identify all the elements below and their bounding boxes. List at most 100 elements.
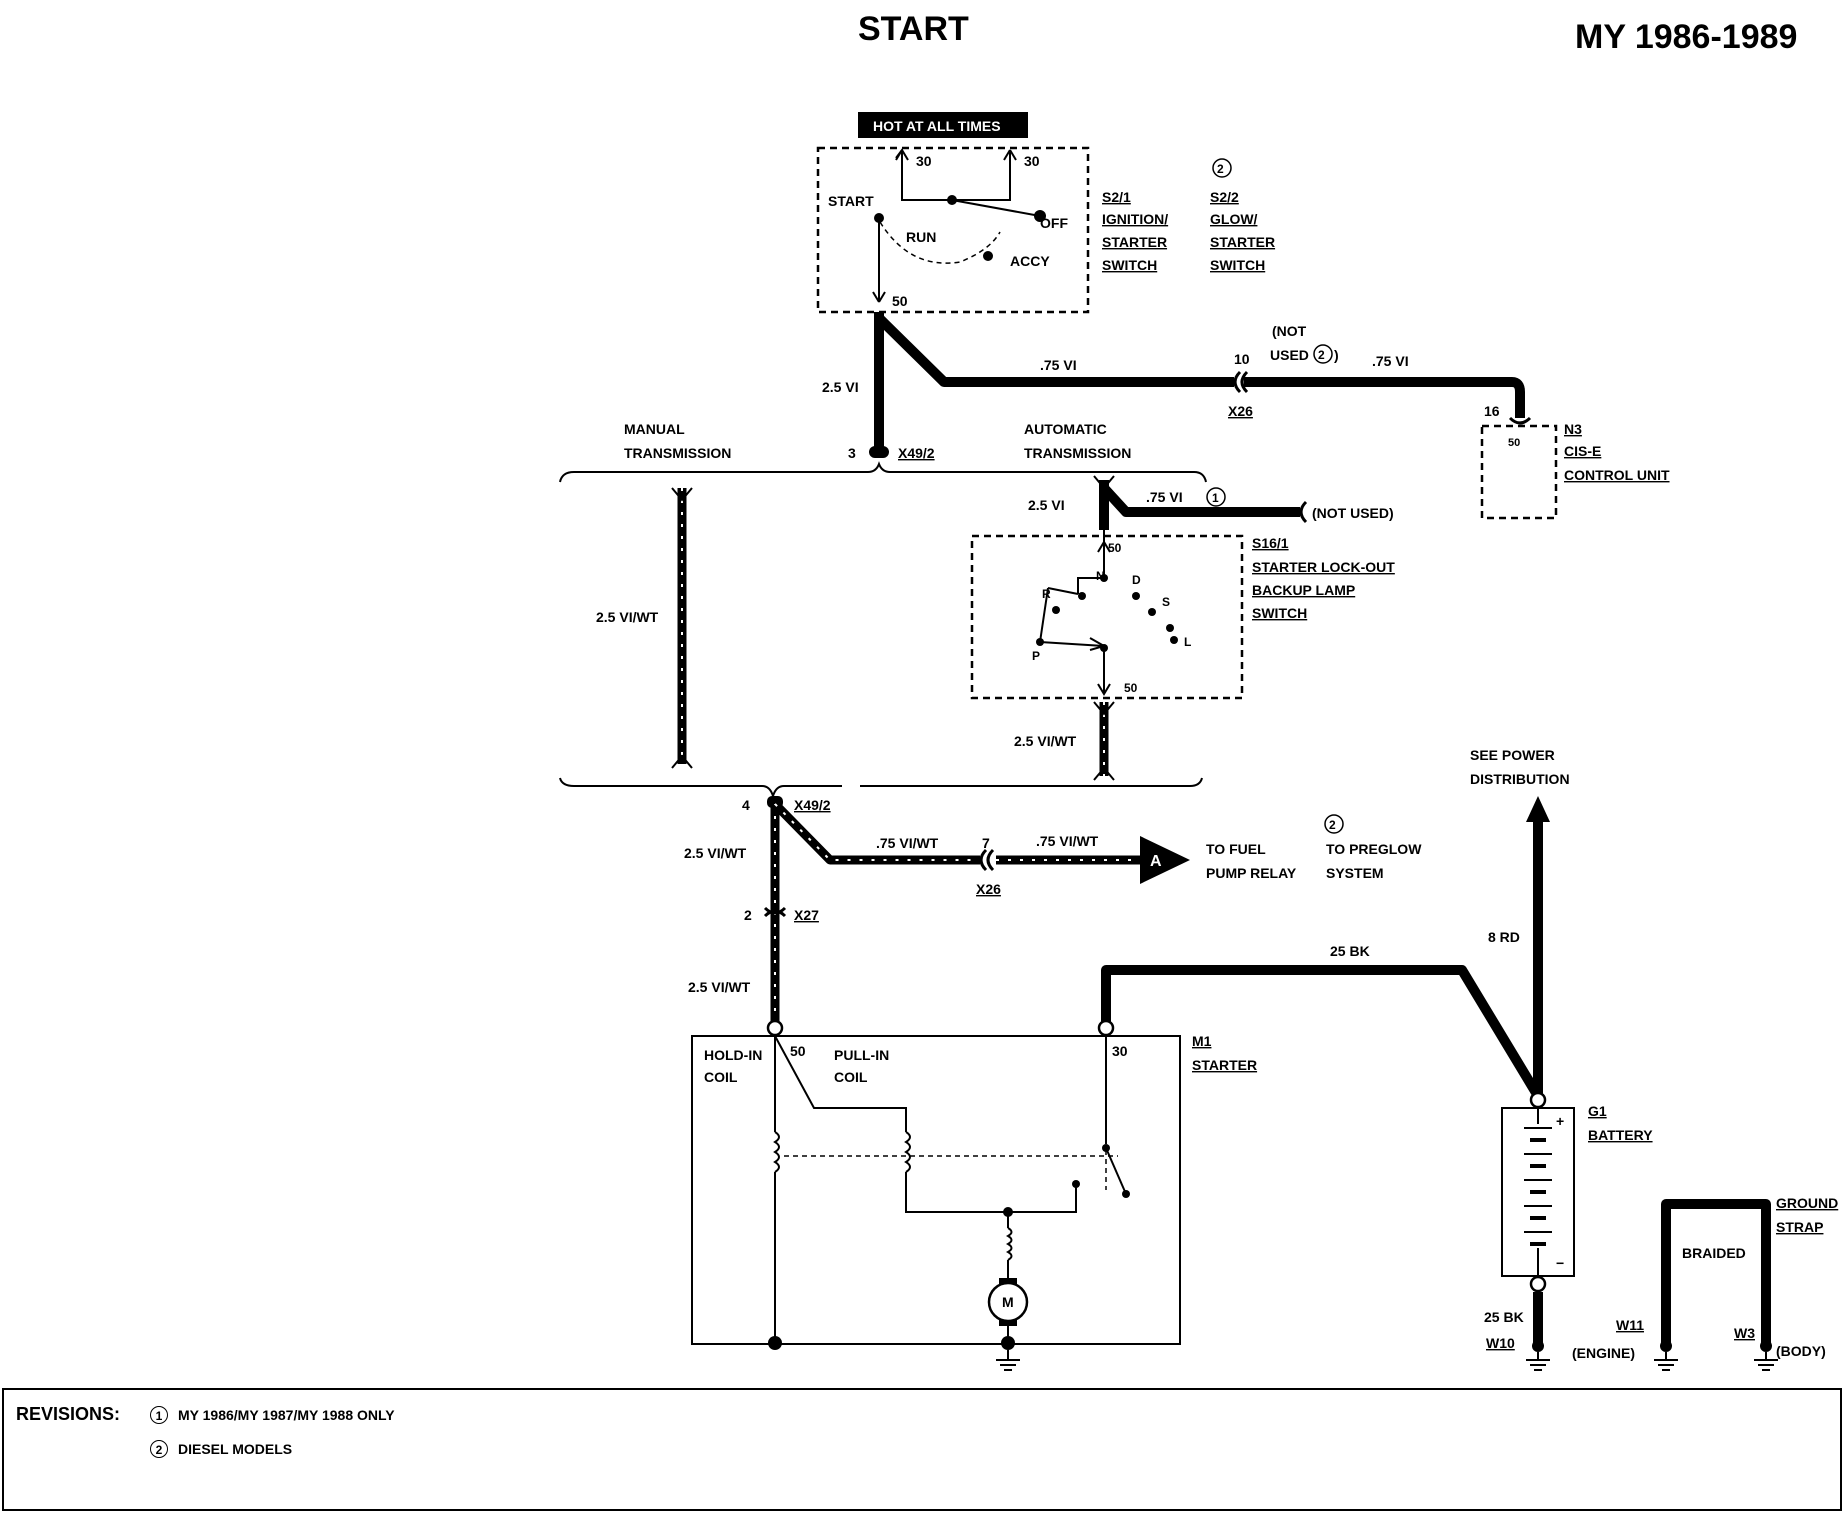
n3-box [1480, 424, 1558, 520]
n3-terminal-50: 50 [1508, 437, 1520, 449]
x49-2-top: X49/2 [898, 445, 935, 461]
n3-code: N3 [1564, 421, 1582, 437]
pin-16: 16 [1484, 403, 1500, 419]
top-wiring: 10 X26 .75 VI .75 VI (NOT USED 2 ) 2.5 V… [822, 312, 1670, 520]
x27: X27 [794, 907, 819, 923]
ground-strap-line2: STRAP [1776, 1219, 1823, 1235]
not-used-top: (NOT [1272, 323, 1307, 339]
manual-line1: MANUAL [624, 421, 685, 437]
revisions-title: REVISIONS: [16, 1404, 121, 1424]
s22-line1: GLOW/ [1210, 211, 1258, 227]
position-off: OFF [1040, 215, 1068, 231]
preglow-line1: TO PREGLOW [1326, 841, 1422, 857]
starter-terminal-30: 30 [1112, 1043, 1128, 1059]
note2-preglow: 2 [1329, 818, 1336, 832]
x49-2-bot: X49/2 [794, 797, 831, 813]
body-label: (BODY) [1776, 1343, 1826, 1359]
arrow-a [1140, 836, 1190, 884]
s161-line3: SWITCH [1252, 605, 1307, 621]
n3-line1: CIS-E [1564, 443, 1601, 459]
x26-bot: X26 [976, 881, 1001, 897]
engine-label: (ENGINE) [1572, 1345, 1635, 1361]
gear-d: D [1132, 573, 1141, 587]
pin-7: 7 [982, 835, 990, 851]
revision-text: MY 1986/MY 1987/MY 1988 ONLY [178, 1407, 395, 1423]
used-label: USED [1270, 347, 1309, 363]
revision-text: DIESEL MODELS [178, 1441, 293, 1457]
hold-in-line1: HOLD-IN [704, 1047, 762, 1063]
used-note: 2 [1318, 348, 1325, 362]
fuel-line1: TO FUEL [1206, 841, 1266, 857]
power-arrow [1526, 796, 1550, 822]
pull-in-line1: PULL-IN [834, 1047, 889, 1063]
lower-wiring: 4 X49/2 A 2.5 VI/WT .75 VI/WT 7 .75 VI/W… [684, 747, 1570, 1099]
w10: W10 [1486, 1335, 1515, 1351]
ignition-switch: HOT AT ALL TIMES 30 30 OFF START RUN ACC… [816, 112, 1275, 314]
wire-075viwt-a: .75 VI/WT [876, 835, 939, 851]
hot-at-all-times-banner [858, 112, 1028, 138]
gear-n: N [1096, 569, 1105, 583]
starter-terminal-50: 50 [790, 1043, 806, 1059]
pin-3: 3 [848, 445, 856, 461]
s161-line2: BACKUP LAMP [1252, 582, 1355, 598]
ground-strap-line1: GROUND [1776, 1195, 1838, 1211]
see-power-line2: DISTRIBUTION [1470, 771, 1570, 787]
revision-marker: 2 [150, 1440, 168, 1458]
s161-line1: STARTER LOCK-OUT [1252, 559, 1395, 575]
s161-code: S16/1 [1252, 535, 1289, 551]
n3-line2: CONTROL UNIT [1564, 467, 1670, 483]
s161-box [970, 534, 1244, 700]
battery-plus: + [1556, 1113, 1564, 1129]
s161-terminal-50-bot: 50 [1124, 681, 1138, 695]
model-years: MY 1986-1989 [1575, 18, 1797, 56]
gear-l: L [1184, 635, 1191, 649]
arrow-a-label: A [1150, 853, 1162, 870]
hold-in-line2: COIL [704, 1069, 738, 1085]
wire-25viwt-auto: 2.5 VI/WT [1014, 733, 1077, 749]
see-power-line1: SEE POWER [1470, 747, 1555, 763]
wire-25bk: 25 BK [1330, 943, 1370, 959]
hot-at-all-times-label: HOT AT ALL TIMES [873, 118, 1001, 134]
terminal-30-left: 30 [916, 153, 932, 169]
wire-25bk-w10: 25 BK [1484, 1309, 1524, 1325]
used-close: ) [1334, 347, 1339, 363]
auto-line1: AUTOMATIC [1024, 421, 1107, 437]
starter-lockout-switch: 2.5 VI .75 VI 1 (NOT USED) 50 R N D S L … [970, 475, 1395, 781]
terminal-30-right: 30 [1024, 153, 1040, 169]
battery-g1: + − G1 BATTERY 25 BK W10 [1484, 1091, 1653, 1371]
starter-m1: HOLD-IN COIL 50 PULL-IN COIL 30 M1 START… [691, 1033, 1257, 1371]
s21-line2: STARTER [1102, 234, 1167, 250]
wire-075vi-a: .75 VI [1040, 357, 1077, 373]
wire-25vi-auto: 2.5 VI [1028, 497, 1065, 513]
revision-item: 2 DIESEL MODELS [150, 1440, 292, 1458]
ignition-switch-box [816, 146, 1090, 314]
page-title: START [858, 10, 969, 48]
not-used-right: (NOT USED) [1312, 505, 1394, 521]
s21-line1: IGNITION/ [1102, 211, 1168, 227]
auto-line2: TRANSMISSION [1024, 445, 1131, 461]
gear-p: P [1032, 649, 1040, 663]
s161-terminal-50-top: 50 [1108, 541, 1122, 555]
braided-label: BRAIDED [1682, 1245, 1746, 1261]
starter-box [691, 1035, 1181, 1345]
position-run: RUN [906, 229, 936, 245]
s22-line3: SWITCH [1210, 257, 1265, 273]
wire-075viwt-b: .75 VI/WT [1036, 833, 1099, 849]
wire-25viwt-b: 2.5 VI/WT [688, 979, 751, 995]
motor-label: M [1002, 1294, 1014, 1310]
battery-minus: − [1556, 1255, 1564, 1271]
position-start: START [828, 193, 874, 209]
terminal-50-ign: 50 [892, 293, 908, 309]
s21-line3: SWITCH [1102, 257, 1157, 273]
w11: W11 [1616, 1317, 1644, 1333]
pin-4: 4 [742, 797, 750, 813]
wire-075vi-b: .75 VI [1372, 353, 1409, 369]
pin-10: 10 [1234, 351, 1250, 367]
note2-s22: 2 [1217, 162, 1224, 176]
revision-item: 1 MY 1986/MY 1987/MY 1988 ONLY [150, 1406, 395, 1424]
gear-s: S [1162, 595, 1170, 609]
wire-25viwt-manual: 2.5 VI/WT [596, 609, 659, 625]
wiring-diagram: START MY 1986-1989 HOT AT ALL TIMES 30 3… [559, 10, 1838, 1371]
wire-8rd: 8 RD [1488, 929, 1520, 945]
w3: W3 [1734, 1325, 1755, 1341]
